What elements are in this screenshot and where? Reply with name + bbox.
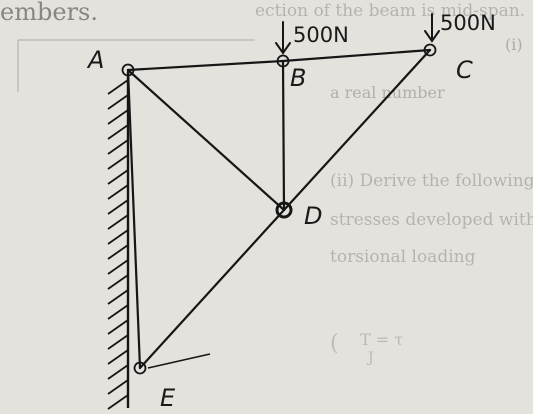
wall-hatch-mark [107,319,129,335]
bg-formula-denominator: J [366,350,374,366]
wall-hatch-mark [107,94,129,110]
wall-hatch-mark [107,349,129,365]
e-mark-line [147,353,211,369]
wall-hatch-mark [107,139,129,155]
truss-members [126,48,432,370]
bg-text-line-3: a real number [330,83,445,102]
wall-hatch-mark [107,244,129,260]
bg-formula-open: ( [330,331,339,356]
joint-c [423,43,437,57]
member-a-b [126,59,285,72]
load-arrow-b [275,21,291,55]
load-label-b: 500N [293,23,349,47]
wall-hatch-mark [107,199,129,215]
bg-text-line-2: (i) [505,35,523,54]
wall-hatch-mark [107,289,129,305]
joint-d [275,201,293,219]
bg-text-line-4: (ii) Derive the following expression for [330,171,533,191]
bg-text-top-left: embers. [0,0,98,26]
wall-support [107,72,130,410]
node-label-b: B [290,64,306,92]
node-label-c: C [456,56,473,84]
wall-hatch-mark [107,154,129,170]
bg-text-line-6: torsional loading [330,247,476,267]
node-label-d: D [304,202,322,230]
member-b-d [281,59,286,212]
node-label-a: A [86,46,104,74]
wall-hatch-mark [107,214,129,230]
wall-hatch-mark [107,259,129,275]
joint-b [276,54,290,68]
member-c-d [282,48,432,212]
bg-text-line-1: ection of the beam is mid-span. [255,1,525,21]
wall-hatch-mark [107,274,129,290]
wall-hatch-mark [107,379,129,395]
bg-formula-fragment: T = τ [360,330,403,349]
node-label-e: E [160,384,176,412]
printed-background-text: embers. ection of the beam is mid-span. … [0,0,533,366]
member-d-e [138,208,286,370]
load-label-c: 500N [440,11,496,35]
wall-hatch-mark [107,334,129,350]
member-b-c [281,48,432,63]
wall-hatch-mark [107,229,129,245]
wall-hatch-mark [107,364,129,380]
wall-hatching [107,79,129,410]
joint-a [121,63,135,77]
bg-text-line-5: stresses developed within a shaft su [330,210,533,230]
truss-joints [121,43,437,375]
wall-hatch-mark [107,169,129,185]
member-a-e [126,68,142,370]
wall-hatch-mark [107,124,129,140]
wall-hatch-mark [107,109,129,125]
wall-hatch-mark [107,394,129,410]
member-a-d [126,68,286,212]
wall-hatch-mark [107,79,129,95]
load-arrows [275,13,440,55]
wall-hatch-mark [107,184,129,200]
wall-hatch-mark [107,304,129,320]
load-arrow-c [424,13,440,43]
joint-e [133,361,147,375]
print-box-lines [17,39,255,92]
